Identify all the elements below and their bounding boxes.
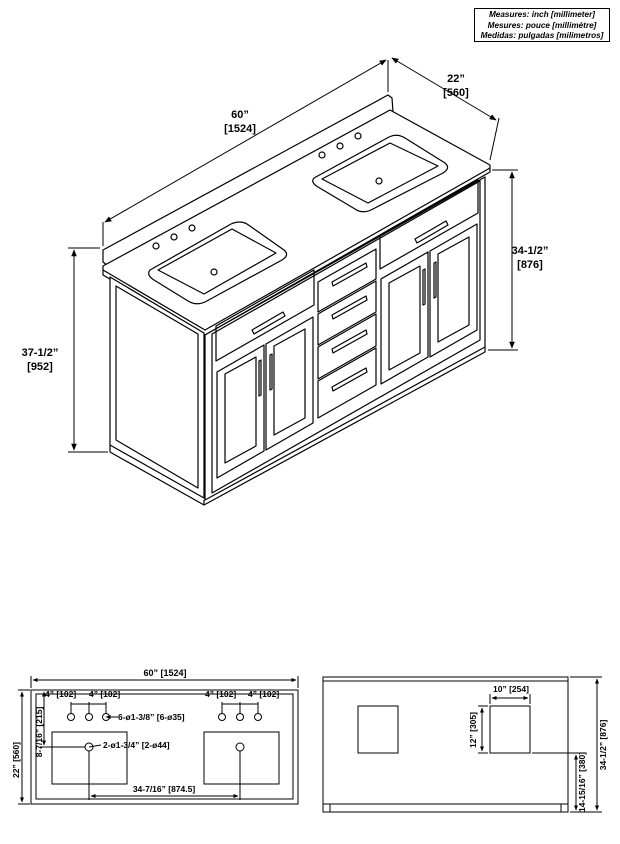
- top-view-width-label: 60” [1524]: [143, 668, 186, 678]
- iso-dimensions: [68, 57, 518, 453]
- top-view-depth-label: 22” [560]: [11, 742, 21, 778]
- left-back-cutout: [357, 705, 399, 754]
- spacing-left-a-label: 4” [102]: [45, 689, 76, 699]
- center-drawer-1: [317, 248, 377, 313]
- cabinet-height-inch-label: 34-1/2”: [512, 245, 549, 257]
- countertop: [102, 109, 491, 336]
- back-view-height-label: 34-1/2” [876]: [598, 720, 608, 771]
- right-back-cutout: [489, 705, 531, 754]
- right-sink-outline: [203, 731, 280, 785]
- drain-holes-label: 2-ø1-3/4” [2-ø44]: [103, 740, 170, 750]
- cutout-width-label: 10” [254]: [493, 684, 529, 694]
- spacing-left-b-label: 4” [102]: [89, 689, 120, 699]
- depth-mm-label: [560]: [443, 87, 469, 99]
- cabinet-side: [109, 276, 205, 499]
- top-view: [18, 676, 299, 805]
- faucet-holes-label: 6-ø1-3/8” [6-ø35]: [118, 712, 185, 722]
- right-door-2: [429, 223, 478, 358]
- sink-offset-label: 8-7/16” [215]: [34, 707, 44, 758]
- back-view: [322, 676, 602, 813]
- width-mm-label: [1524]: [224, 123, 256, 135]
- right-top-drawer: [379, 179, 479, 270]
- isometric-vanity: [102, 94, 491, 506]
- cabinet-height-mm-label: [876]: [517, 259, 543, 271]
- right-door-1: [380, 251, 429, 385]
- legend-line-spanish: Medidas: pulgadas [milimetros]: [480, 31, 604, 40]
- center-drawer-2: [317, 280, 377, 346]
- left-door-2: [265, 316, 314, 451]
- width-inch-label: 60”: [231, 109, 249, 121]
- spacing-right-b-label: 4” [102]: [248, 689, 279, 699]
- cutout-offset-label: 14-15/16” [380]: [577, 752, 587, 812]
- units-legend: Measures: inch [millimeter] Mesures: pou…: [474, 8, 610, 42]
- legend-line-french: Mesures: pouce [millimètre]: [487, 20, 597, 30]
- spacing-right-a-label: 4” [102]: [205, 689, 236, 699]
- drain-spacing-label: 34-7/16” [874.5]: [133, 784, 196, 794]
- cutout-height-label: 12” [305]: [468, 712, 478, 748]
- total-height-mm-label: [952]: [27, 361, 53, 373]
- center-drawer-4: [317, 347, 377, 419]
- left-top-drawer: [215, 269, 315, 362]
- total-height-inch-label: 37-1/2”: [22, 347, 59, 359]
- legend-line-english: Measures: inch [millimeter]: [488, 10, 595, 19]
- depth-inch-label: 22”: [447, 73, 465, 85]
- left-door-1: [216, 344, 265, 479]
- center-drawer-3: [317, 313, 377, 380]
